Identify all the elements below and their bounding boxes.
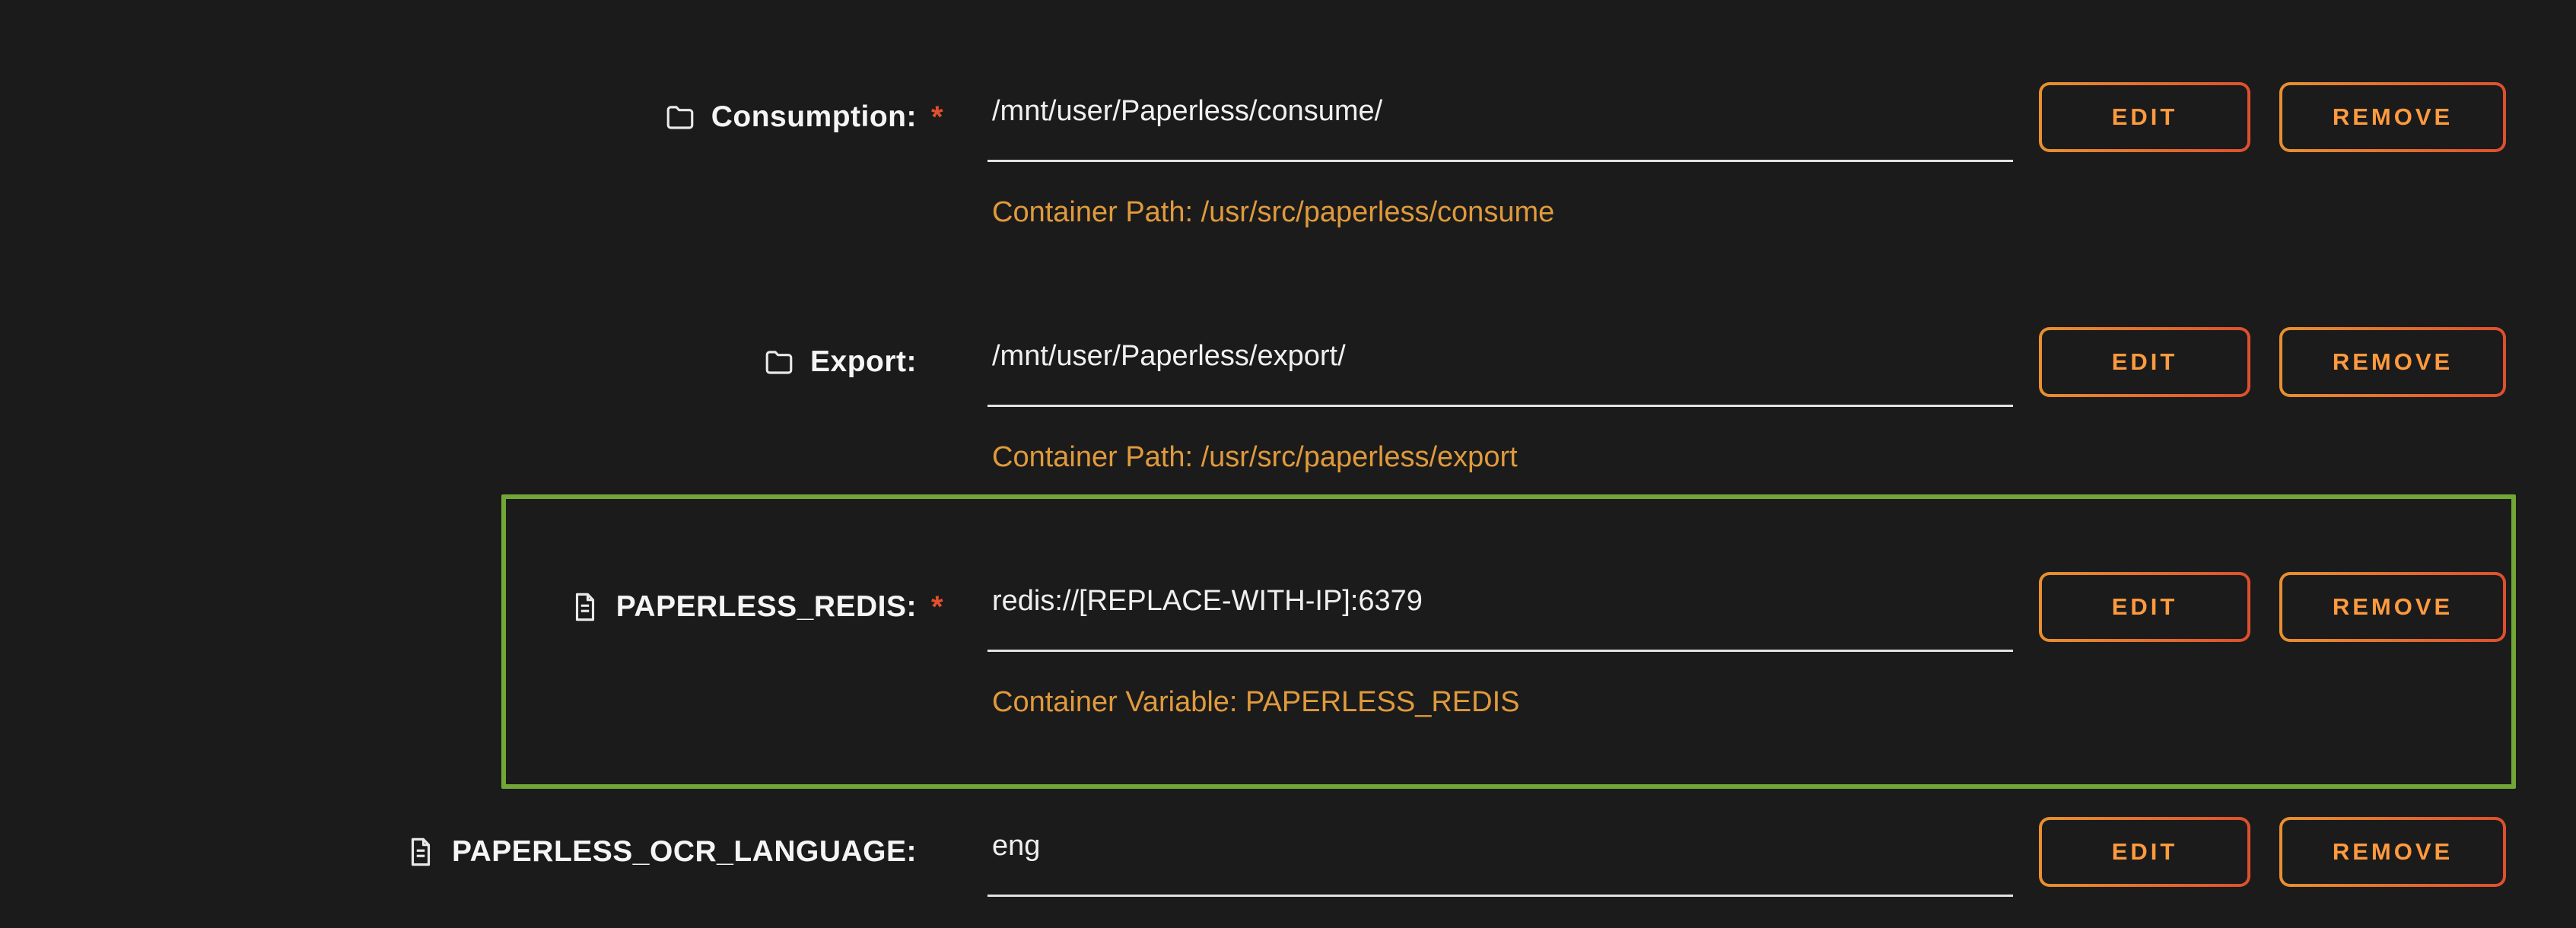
field-label-paperless-ocr-language: PAPERLESS_OCR_LANGUAGE: [0,817,917,887]
container-path-hint: Container Path: /usr/src/paperless/consu… [992,196,1555,228]
folder-icon [664,101,696,133]
edit-button[interactable]: EDIT [2039,817,2250,887]
field-label-text: PAPERLESS_REDIS: [615,590,917,623]
field-label-consumption: Consumption: [0,82,917,152]
required-asterisk: * [931,100,943,134]
field-label-text: Export: [810,345,917,378]
edit-button[interactable]: EDIT [2039,572,2250,642]
remove-button[interactable]: REMOVE [2279,572,2506,642]
field-label-text: Consumption: [711,100,917,133]
folder-icon [763,346,795,378]
container-path-hint: Container Path: /usr/src/paperless/expor… [992,441,1518,473]
field-label-export: Export: [0,327,917,397]
edit-button[interactable]: EDIT [2039,82,2250,152]
value-input-paperless-ocr-language[interactable]: eng [987,828,2013,897]
value-input-paperless-redis[interactable]: redis://[REPLACE-WITH-IP]:6379 [987,583,2013,652]
required-asterisk: * [931,590,943,624]
config-row-export: Export: /mnt/user/Paperless/export/ Cont… [0,327,2576,555]
remove-button[interactable]: REMOVE [2279,82,2506,152]
value-input-consumption[interactable]: /mnt/user/Paperless/consume/ [987,93,2013,162]
file-icon [405,836,437,868]
edit-button[interactable]: EDIT [2039,327,2250,397]
remove-button[interactable]: REMOVE [2279,327,2506,397]
config-row-paperless-ocr-language: PAPERLESS_OCR_LANGUAGE: eng EDIT REMOVE [0,817,2576,928]
file-icon [569,591,601,623]
config-row-paperless-redis: PAPERLESS_REDIS: * redis://[REPLACE-WITH… [0,572,2576,800]
field-label-text: PAPERLESS_OCR_LANGUAGE: [451,835,917,868]
value-input-export[interactable]: /mnt/user/Paperless/export/ [987,338,2013,407]
field-label-paperless-redis: PAPERLESS_REDIS: [0,572,917,642]
remove-button[interactable]: REMOVE [2279,817,2506,887]
config-row-consumption: Consumption: * /mnt/user/Paperless/consu… [0,82,2576,310]
container-variable-hint: Container Variable: PAPERLESS_REDIS [992,686,1520,718]
